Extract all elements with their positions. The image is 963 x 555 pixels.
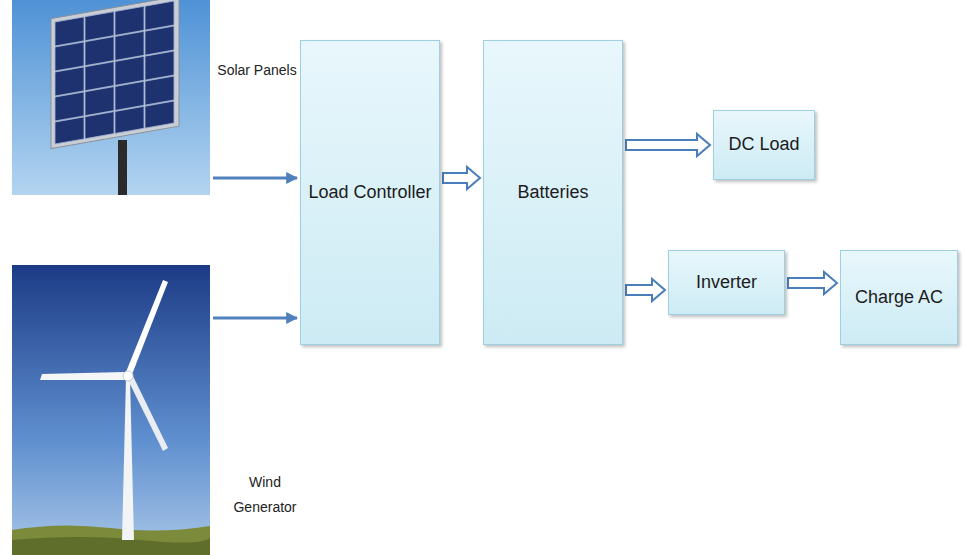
process-box: Charge AC bbox=[840, 250, 958, 345]
box-label: Batteries bbox=[517, 181, 588, 204]
flow-arrow bbox=[213, 317, 297, 320]
box-label: Load Controller bbox=[308, 181, 431, 204]
process-box: Batteries bbox=[483, 40, 623, 345]
wind-photo bbox=[12, 265, 210, 555]
block-arrow bbox=[788, 272, 837, 294]
block-arrow bbox=[626, 279, 665, 301]
process-box: Load Controller bbox=[300, 40, 440, 345]
solar-photo bbox=[12, 0, 210, 195]
block-arrow bbox=[443, 167, 480, 189]
solar-panel-picture: Solar Panels bbox=[12, 0, 210, 195]
process-box: Inverter bbox=[668, 250, 785, 315]
box-label: Inverter bbox=[696, 271, 757, 294]
wind-generator-picture: Wind Generator bbox=[12, 265, 210, 555]
box-label: Charge AC bbox=[855, 286, 943, 309]
flow-arrow bbox=[213, 177, 297, 180]
process-box: DC Load bbox=[713, 110, 815, 180]
picture-label: Wind Generator bbox=[225, 470, 305, 520]
picture-label: Solar Panels bbox=[202, 58, 312, 83]
block-arrow bbox=[626, 134, 710, 156]
box-label: DC Load bbox=[728, 133, 799, 156]
